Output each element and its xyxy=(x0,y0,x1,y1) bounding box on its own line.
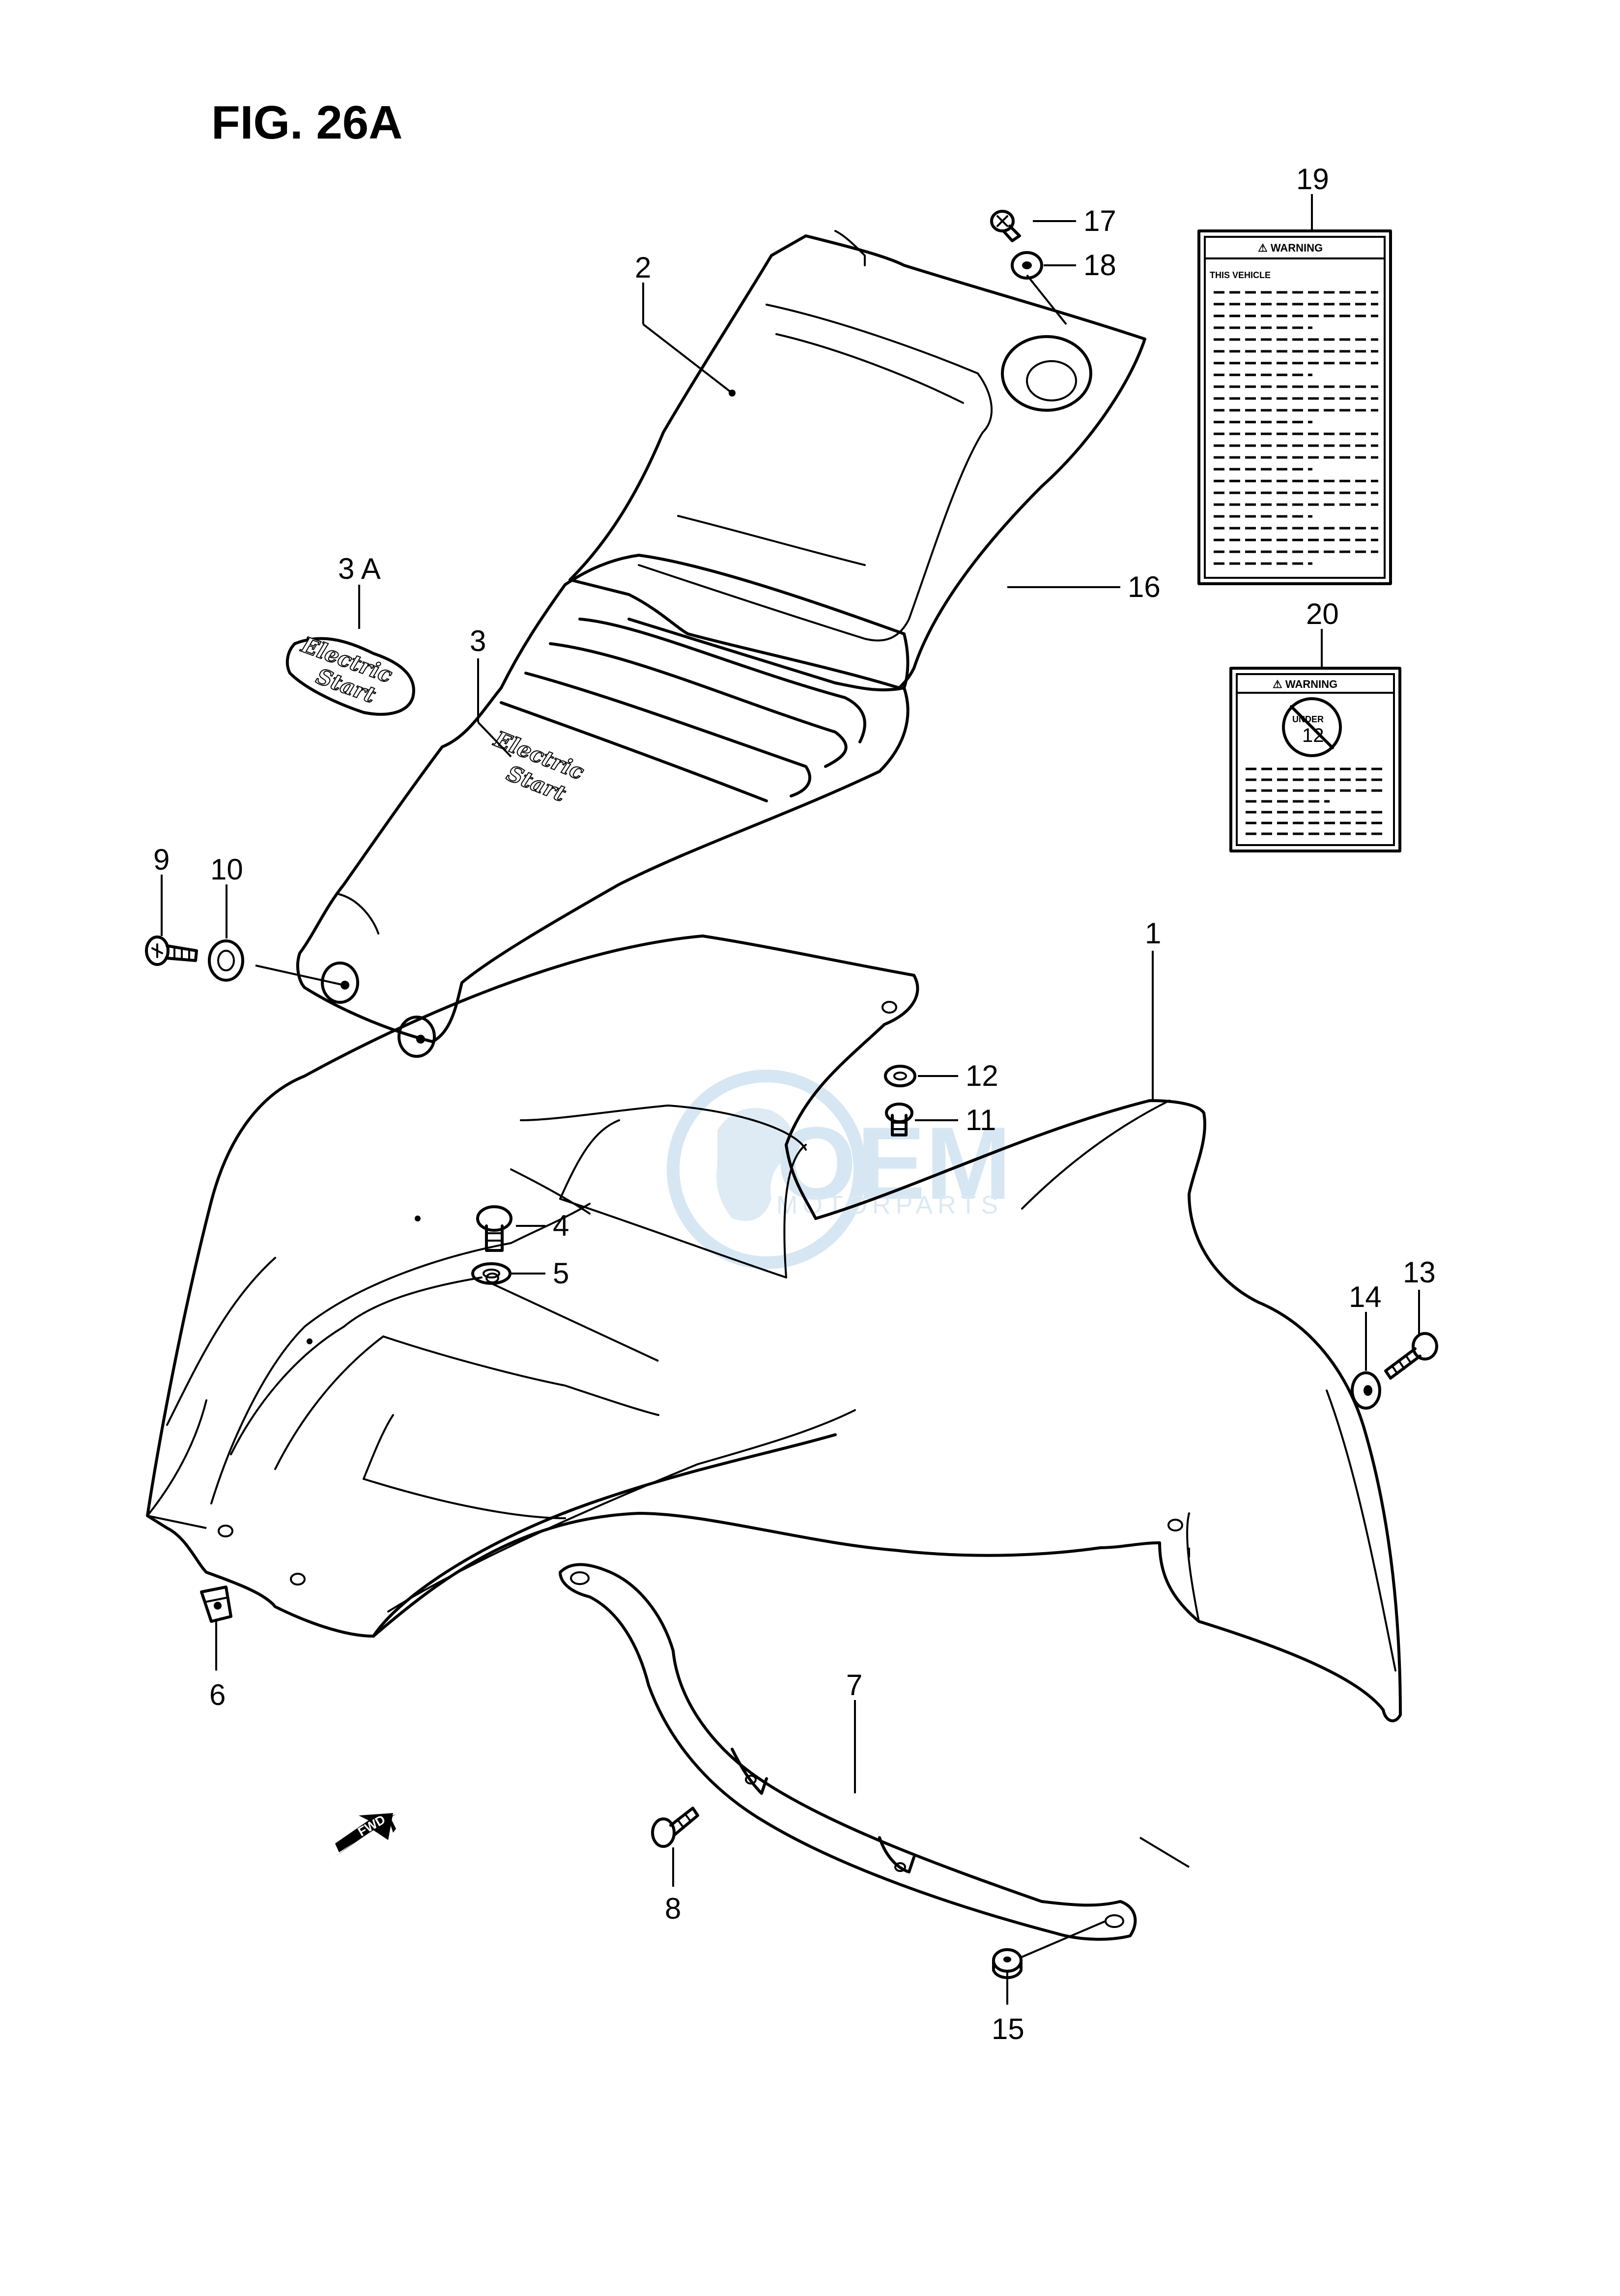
svg-text:12: 12 xyxy=(1302,725,1324,746)
callout-3a: 3 A xyxy=(338,552,381,585)
callout-12: 12 xyxy=(966,1059,998,1092)
watermark-globe-continents xyxy=(716,1108,794,1221)
washer-part-14 xyxy=(1351,1371,1381,1410)
callout-2: 2 xyxy=(635,251,651,284)
watermark: OEM MOTORPARTS xyxy=(667,1070,1011,1269)
callout-17: 17 xyxy=(1083,204,1116,237)
callout-3: 3 xyxy=(470,624,486,657)
screw-part-9 xyxy=(145,935,198,966)
warning-19-first-line: THIS VEHICLE xyxy=(1210,270,1271,280)
callout-8: 8 xyxy=(665,1892,681,1925)
grommet-part-18 xyxy=(1011,251,1043,280)
warning-19-text-lines xyxy=(1214,291,1378,565)
callout-11: 11 xyxy=(966,1104,996,1136)
clip-nut-part-6 xyxy=(200,1586,232,1623)
warning-20-text-lines xyxy=(1246,767,1386,835)
bolt-part-4 xyxy=(476,1205,512,1252)
forward-arrow-icon: FWD xyxy=(334,1812,396,1857)
callout-9: 9 xyxy=(153,843,170,876)
callout-14: 14 xyxy=(1349,1280,1382,1313)
callout-20: 20 xyxy=(1306,597,1339,630)
warning-19-title: ⚠ WARNING xyxy=(1258,242,1323,254)
figure-title: FIG. 26A xyxy=(211,96,402,149)
bolt-part-13 xyxy=(1384,1332,1438,1380)
callout-15: 15 xyxy=(992,2013,1024,2045)
decal-electric-start-on-cover: Electric Start xyxy=(489,726,588,807)
callout-7: 7 xyxy=(846,1669,862,1701)
grommet-part-10 xyxy=(208,939,244,982)
leader-lines xyxy=(147,194,1420,2005)
upper-cover-part-16 xyxy=(568,230,1146,689)
callout-16: 16 xyxy=(1128,570,1161,603)
warning-label-part-20: ⚠ WARNING UNDER 12 xyxy=(1229,667,1401,852)
callout-18: 18 xyxy=(1083,249,1116,282)
front-fender-part-1 xyxy=(146,935,1402,1723)
no-under-12-icon xyxy=(1282,697,1342,757)
bracket-part-7 xyxy=(559,1563,1137,1941)
watermark-globe-icon xyxy=(667,1070,866,1269)
bolt-part-8 xyxy=(651,1807,699,1848)
watermark-tagline: MOTORPARTS xyxy=(776,1191,1003,1219)
callout-6: 6 xyxy=(209,1678,226,1711)
callout-numbers: 1 2 3 3 A 4 5 6 7 8 9 10 11 12 13 14 15 … xyxy=(153,163,1436,2045)
callout-19: 19 xyxy=(1296,163,1329,196)
washer-part-12 xyxy=(884,1065,916,1087)
callout-4: 4 xyxy=(553,1209,569,1242)
callout-1: 1 xyxy=(1145,917,1161,950)
callout-5: 5 xyxy=(553,1257,569,1290)
callout-10: 10 xyxy=(210,853,243,886)
warning-20-title: ⚠ WARNING xyxy=(1273,678,1337,690)
watermark-name: OEM xyxy=(776,1105,1011,1221)
decal-electric-start-part-3a: Electric Start xyxy=(285,631,415,716)
svg-text:UNDER: UNDER xyxy=(1292,714,1324,724)
screw-part-11 xyxy=(885,1103,913,1136)
screw-part-17 xyxy=(990,210,1021,242)
center-panel-part-2 xyxy=(296,390,909,1058)
warning-label-part-19: ⚠ WARNING THIS VEHICLE xyxy=(1197,229,1392,585)
callout-13: 13 xyxy=(1403,1256,1436,1289)
